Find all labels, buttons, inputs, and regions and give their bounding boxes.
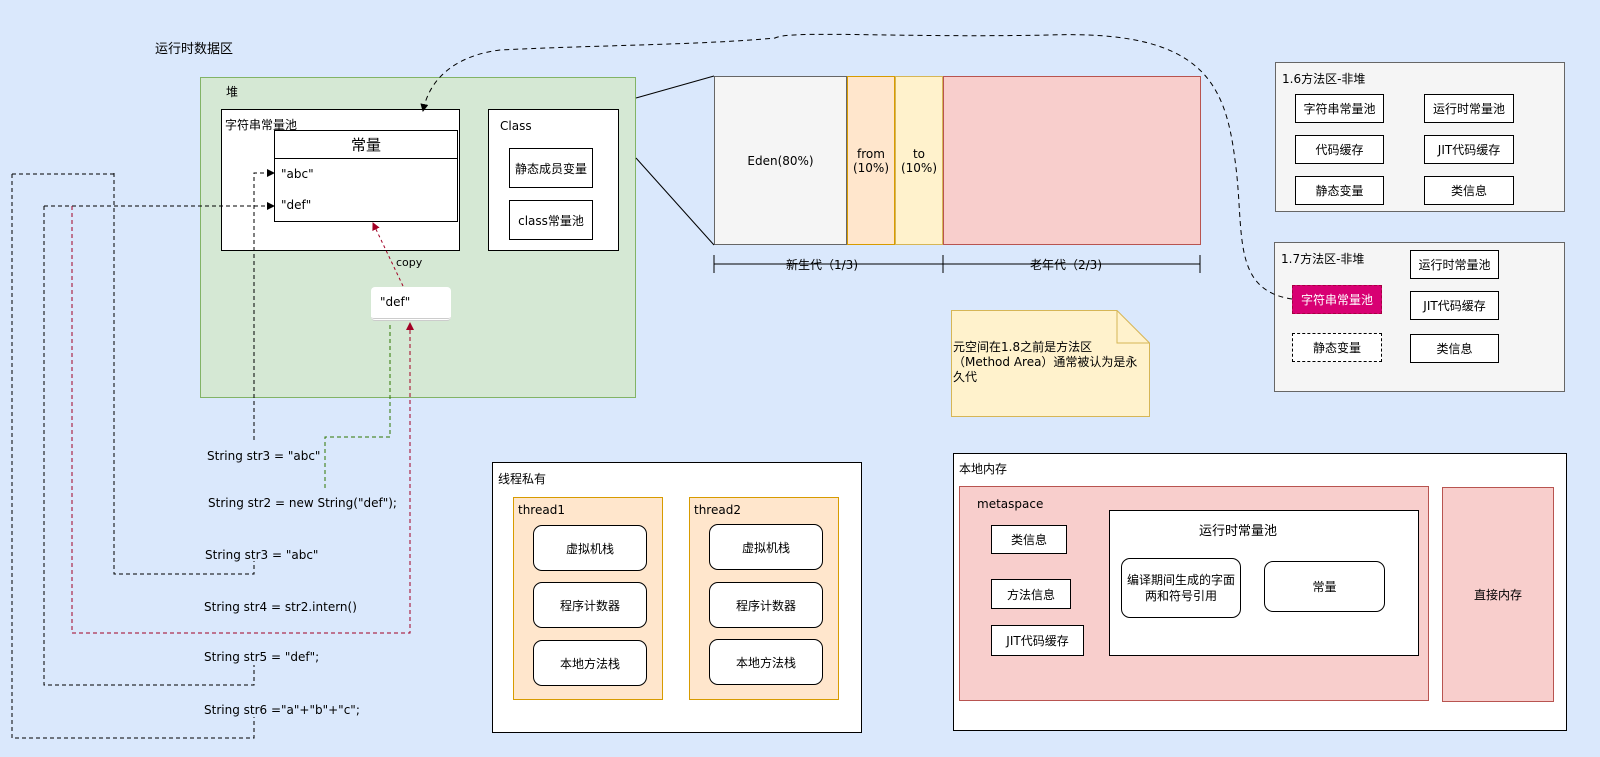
runtime-data-area-title: 运行时数据区: [155, 42, 234, 57]
constant-header: 常量: [275, 131, 457, 159]
from-survivor: from (10%): [847, 76, 895, 245]
def-object-label: "def": [380, 295, 411, 309]
code-line: String str5 = "def";: [204, 650, 320, 664]
metaspace-title: metaspace: [977, 497, 1044, 511]
ma17-jit-cache: JIT代码缓存: [1410, 291, 1499, 320]
to-survivor: to (10%): [895, 76, 943, 245]
metaspace-method-info: 方法信息: [991, 579, 1071, 609]
constant-entry: "def": [281, 198, 312, 212]
ma16-code-cache: 代码缓存: [1295, 135, 1384, 164]
ma17-static-vars: 静态变量: [1292, 333, 1382, 362]
str3-second-link: [113, 173, 255, 575]
metaspace-class-info: 类信息: [991, 525, 1067, 554]
str3-link: [253, 169, 275, 440]
metaspace-note: 元空间在1.8之前是方法区（Method Area）通常被认为是永久代: [951, 310, 1150, 417]
code-line: String str6 ="a"+"b"+"c";: [204, 703, 360, 717]
copy-arrow: [372, 222, 404, 287]
ma17-runtime-pool: 运行时常量池: [1410, 250, 1499, 279]
string-pool-title: 字符串常量池: [225, 118, 298, 132]
thread1-native-stack: 本地方法栈: [533, 640, 647, 686]
runtime-pool-constant: 常量: [1264, 561, 1385, 612]
ma16-class-info: 类信息: [1424, 176, 1514, 205]
code-line: String str4 = str2.intern(): [204, 600, 357, 614]
method-area-1-7-title: 1.7方法区-非堆: [1281, 252, 1365, 266]
literals-and-symbolic-refs: 编译期间生成的字面 两和符号引用: [1121, 558, 1241, 618]
thread1-vm-stack: 虚拟机栈: [533, 525, 647, 571]
thread-private-title: 线程私有: [498, 472, 547, 486]
heap-title: 堆: [226, 85, 239, 99]
static-member-variables: 静态成员变量: [509, 148, 593, 188]
copy-label: copy: [396, 256, 423, 269]
ma17-class-info: 类信息: [1410, 334, 1499, 363]
thread2-pc-register: 程序计数器: [709, 582, 823, 628]
literals-line: 编译期间生成的字面: [1126, 573, 1235, 587]
native-memory-title: 本地内存: [959, 462, 1008, 476]
eden-space: Eden(80%): [714, 76, 847, 245]
runtime-pool-title: 运行时常量池: [1199, 524, 1278, 539]
note-text: 元空间在1.8之前是方法区（Method Area）通常被认为是永久代: [953, 340, 1138, 384]
to-percent: (10%): [900, 160, 938, 175]
old-generation: [943, 76, 1201, 245]
def-heap-object: "def": [371, 287, 451, 321]
thread2-native-stack: 本地方法栈: [709, 639, 823, 685]
code-line: String str3 = "abc": [205, 548, 319, 562]
to-label: to: [912, 146, 926, 161]
str6-path: [11, 174, 255, 739]
thread2-title: thread2: [694, 503, 741, 517]
from-label: from: [857, 146, 885, 161]
code-line: String str3 = "abc": [207, 449, 321, 463]
str5-path: [43, 206, 255, 686]
ma16-jit-cache: JIT代码缓存: [1424, 135, 1514, 164]
intern-link: [71, 206, 414, 634]
note-shape: [951, 310, 1150, 417]
generation-brackets: [713, 255, 1201, 273]
ma16-string-pool: 字符串常量池: [1295, 94, 1384, 123]
young-generation-label: 新生代（1/3): [786, 258, 858, 272]
metaspace-jit-cache: JIT代码缓存: [991, 625, 1084, 656]
constant-entry: "abc": [281, 167, 314, 181]
thread2-vm-stack: 虚拟机栈: [709, 524, 823, 570]
symbolic-refs-line: 两和符号引用: [1144, 589, 1217, 603]
code-line: String str2 = new String("def");: [208, 496, 397, 510]
old-generation-label: 老年代（2/3): [1030, 258, 1102, 272]
from-percent: (10%): [852, 160, 890, 175]
thread1-title: thread1: [518, 503, 565, 517]
ma17-string-pool-highlighted: 字符串常量池: [1292, 285, 1382, 314]
funnel-bottom-line: [635, 157, 715, 246]
ma16-static-vars: 静态变量: [1295, 176, 1384, 205]
method-area-1-6-title: 1.6方法区-非堆: [1282, 72, 1366, 86]
funnel-top-line: [635, 75, 715, 99]
class-constant-pool: class常量池: [509, 200, 593, 240]
ma16-runtime-pool: 运行时常量池: [1424, 94, 1514, 123]
thread1-pc-register: 程序计数器: [533, 582, 647, 628]
constant-table: 常量 "abc" "def": [274, 130, 458, 222]
direct-memory: 直接内存: [1442, 487, 1554, 702]
string-pool-moved-link: [420, 33, 1293, 300]
class-box-title: Class: [500, 119, 532, 133]
new-string-link: [324, 323, 391, 488]
